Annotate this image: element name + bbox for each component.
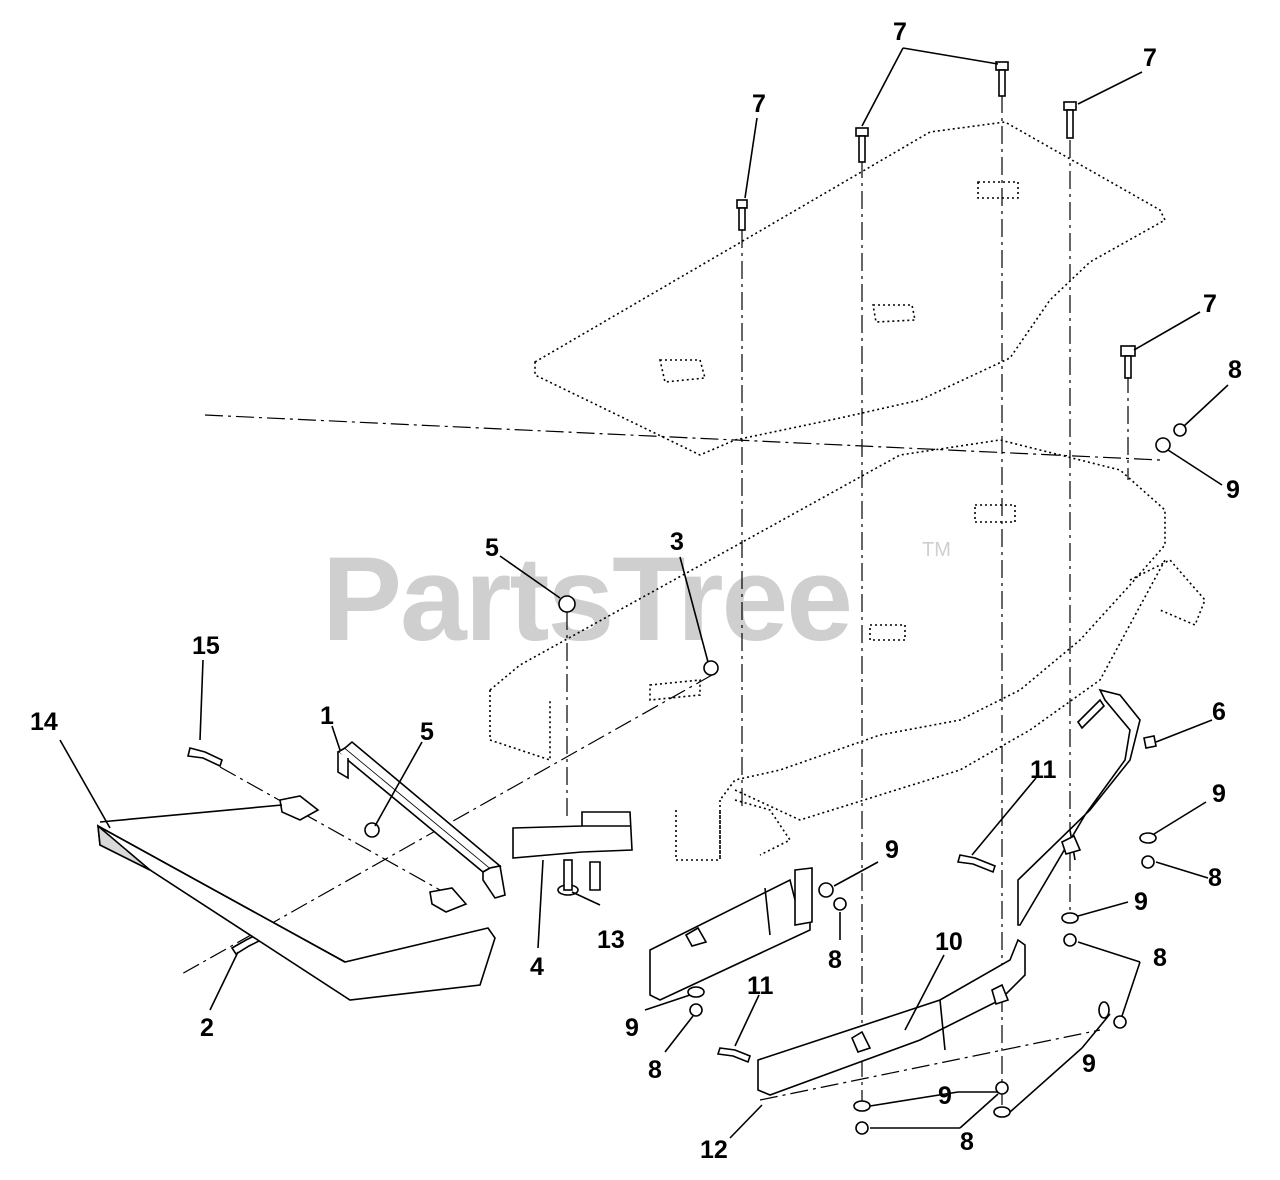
lower-deck-body [489, 439, 1206, 861]
bolt-icon [187, 747, 223, 768]
watermark-brand: PartsTree [322, 532, 851, 666]
bolt-icon [736, 199, 748, 231]
discharge-chute [96, 795, 496, 1001]
callout-2: 2 [200, 1014, 214, 1042]
nut-icon [1063, 933, 1077, 947]
washer-icon [1098, 1001, 1110, 1019]
washer-icon [687, 986, 705, 998]
bolt-icon [1120, 345, 1136, 379]
nut-icon [558, 595, 576, 613]
callout-1: 1 [320, 702, 334, 730]
nut-icon [855, 1121, 869, 1135]
callout-12: 12 [700, 1136, 728, 1164]
nut-icon [833, 897, 847, 911]
callout-9: 9 [1212, 780, 1226, 808]
washer-icon [1139, 832, 1157, 844]
callout-11: 11 [1030, 756, 1057, 784]
callout-7: 7 [1143, 44, 1157, 72]
washer-icon [853, 1100, 871, 1112]
deflector-bracket [512, 811, 633, 859]
callout-labels: 7 7 7 7 8 9 5 3 15 1 5 14 6 11 9 9 8 9 8… [30, 18, 1242, 1164]
callout-9: 9 [1134, 888, 1148, 916]
callout-9: 9 [938, 1082, 952, 1110]
side-baffle [1017, 688, 1157, 926]
hex-bolts [736, 61, 1136, 379]
washer-icon [1155, 437, 1171, 453]
bolt-icon [716, 1047, 751, 1064]
callout-14: 14 [30, 708, 58, 736]
callout-8: 8 [1208, 864, 1222, 892]
callout-8: 8 [960, 1128, 974, 1156]
callout-10: 10 [935, 928, 963, 956]
upper-deck-plate [534, 121, 1167, 456]
nut-icon [689, 1003, 703, 1017]
callout-8: 8 [648, 1056, 662, 1084]
bolt-icon [995, 61, 1009, 97]
bolt-icon [589, 861, 601, 891]
washer-icon [993, 1106, 1011, 1118]
rear-baffle [757, 938, 1026, 1096]
callout-9: 9 [625, 1014, 639, 1042]
washer-icon [818, 882, 834, 898]
nuts-and-washers [364, 423, 1187, 1135]
callout-3: 3 [670, 528, 684, 556]
callout-9: 9 [885, 836, 899, 864]
callout-7: 7 [752, 90, 766, 118]
washer-icon [703, 660, 719, 676]
nut-icon [1173, 423, 1187, 437]
callout-7: 7 [893, 18, 907, 46]
nut-icon [1113, 1015, 1127, 1029]
assembly-centerlines [179, 95, 1161, 1110]
callout-5: 5 [485, 534, 499, 562]
callout-8: 8 [1228, 356, 1242, 384]
washer-icon [1061, 912, 1079, 924]
leader-lines [59, 47, 1229, 1139]
carriage-bolt [557, 859, 579, 896]
callout-8: 8 [828, 946, 842, 974]
bolt-icon [855, 127, 869, 163]
callout-11: 11 [747, 972, 774, 1000]
callout-8: 8 [1153, 944, 1167, 972]
hinge-bracket [336, 740, 506, 899]
nut-icon [1141, 855, 1155, 869]
callout-7: 7 [1203, 290, 1217, 318]
callout-9: 9 [1226, 476, 1240, 504]
bolt-icon [1076, 698, 1106, 730]
nut-icon [364, 822, 380, 838]
callout-6: 6 [1212, 698, 1226, 726]
bolt-icon [956, 854, 996, 874]
callout-15: 15 [192, 632, 220, 660]
watermark-trademark: TM [922, 539, 951, 561]
bolt-icon [1063, 101, 1077, 139]
callout-13: 13 [597, 926, 625, 954]
nut-icon [995, 1081, 1009, 1095]
callout-4: 4 [530, 953, 544, 981]
callout-9: 9 [1082, 1050, 1096, 1078]
callout-5: 5 [420, 718, 434, 746]
front-baffle [649, 867, 813, 1001]
